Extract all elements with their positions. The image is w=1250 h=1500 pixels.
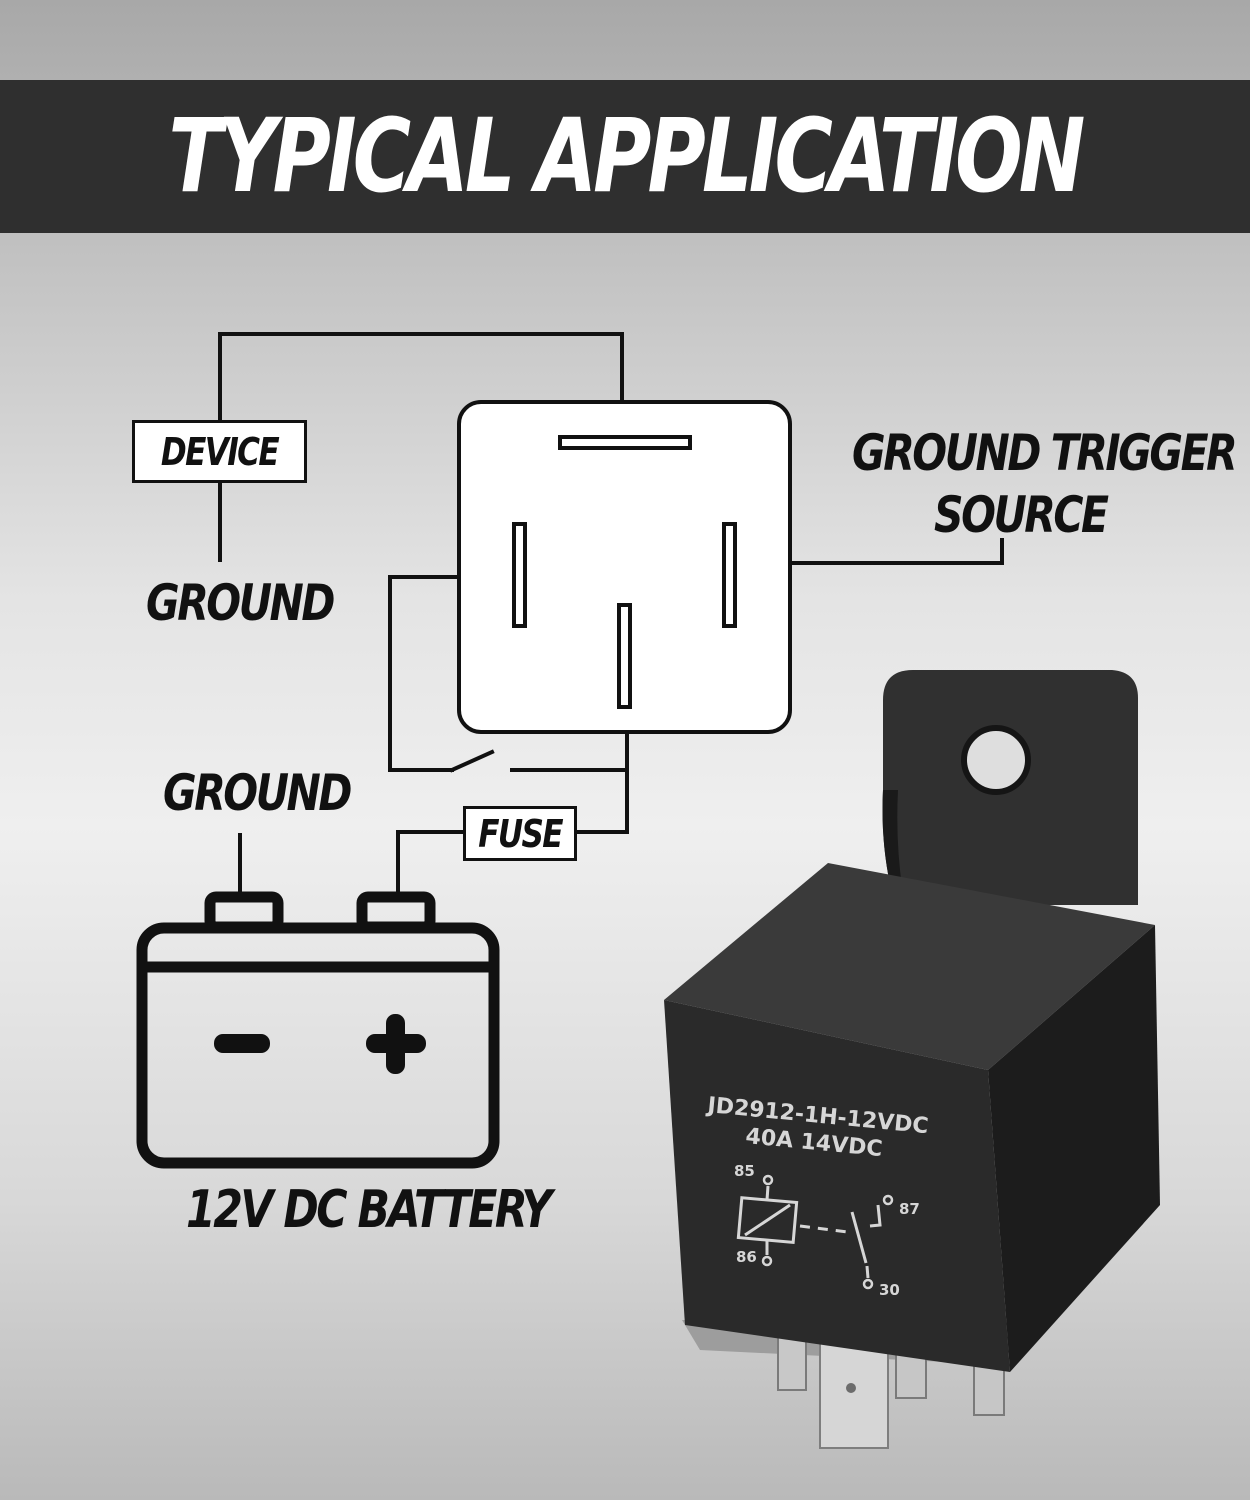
fuse-box: FUSE bbox=[463, 806, 577, 861]
relay-pin-86 bbox=[512, 522, 527, 628]
pin-30-label: 30 bbox=[879, 1281, 900, 1299]
pin-85-label: 85 bbox=[734, 1162, 755, 1180]
relay-symbol bbox=[736, 1185, 882, 1279]
wire-device-to-relay bbox=[218, 332, 624, 422]
relay-pin-30 bbox=[617, 603, 632, 709]
mounting-hole bbox=[961, 725, 1031, 795]
relay-schematic bbox=[457, 400, 792, 734]
battery-icon bbox=[136, 891, 500, 1169]
ground-trigger-label: GROUND TRIGGER bbox=[852, 424, 1238, 482]
ground-battery-label: GROUND bbox=[163, 764, 352, 822]
battery-label: 12V DC BATTERY bbox=[186, 1180, 552, 1240]
battery-minus-icon bbox=[214, 1034, 270, 1053]
wire-relay-to-fuse bbox=[575, 730, 629, 834]
wire-fuse-to-battery bbox=[396, 830, 467, 892]
relay-photo: JD2912-1H-12VDC 40A 14VDC 85 86 87 30 bbox=[664, 670, 1160, 1449]
wire-switch-loop bbox=[388, 575, 460, 772]
device-box: DEVICE bbox=[132, 420, 307, 483]
wire-trigger-source bbox=[788, 538, 1004, 565]
fuse-label: FUSE bbox=[478, 811, 563, 856]
relay-pin-87 bbox=[558, 435, 692, 450]
battery-plus-icon bbox=[366, 1014, 426, 1074]
title-banner: TYPICAL APPLICATION bbox=[0, 80, 1250, 233]
relay-top-face bbox=[664, 863, 1155, 1070]
relay-pin-85 bbox=[722, 522, 737, 628]
relay-front-face bbox=[664, 1000, 1010, 1372]
device-label: DEVICE bbox=[160, 429, 280, 474]
pin-86-label: 86 bbox=[736, 1248, 757, 1266]
relay-side-face bbox=[988, 925, 1160, 1372]
ground-top-label: GROUND bbox=[146, 574, 335, 632]
pin-87-label: 87 bbox=[899, 1200, 920, 1218]
banner-title: TYPICAL APPLICATION bbox=[168, 97, 1086, 216]
source-label: SOURCE bbox=[934, 486, 1109, 544]
switch-lever bbox=[449, 749, 495, 773]
